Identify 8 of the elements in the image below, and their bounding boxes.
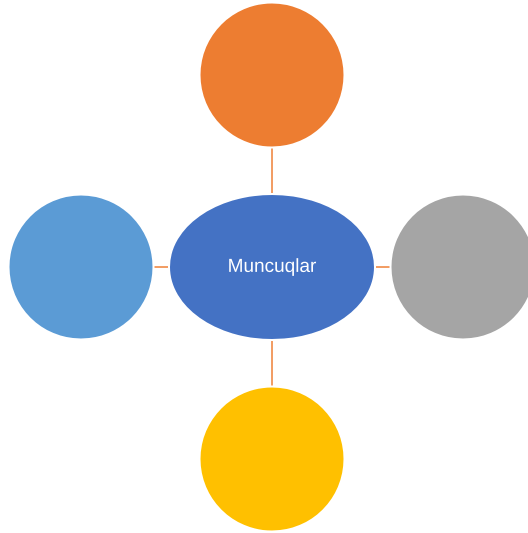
circle-shape bbox=[200, 2, 344, 148]
connector-line bbox=[154, 266, 168, 268]
connector-line bbox=[271, 148, 273, 193]
circle-shape bbox=[390, 194, 528, 340]
circle-shape bbox=[8, 194, 154, 340]
circle-shape bbox=[200, 386, 344, 532]
connector-line bbox=[271, 341, 273, 386]
connector-line bbox=[376, 266, 390, 268]
